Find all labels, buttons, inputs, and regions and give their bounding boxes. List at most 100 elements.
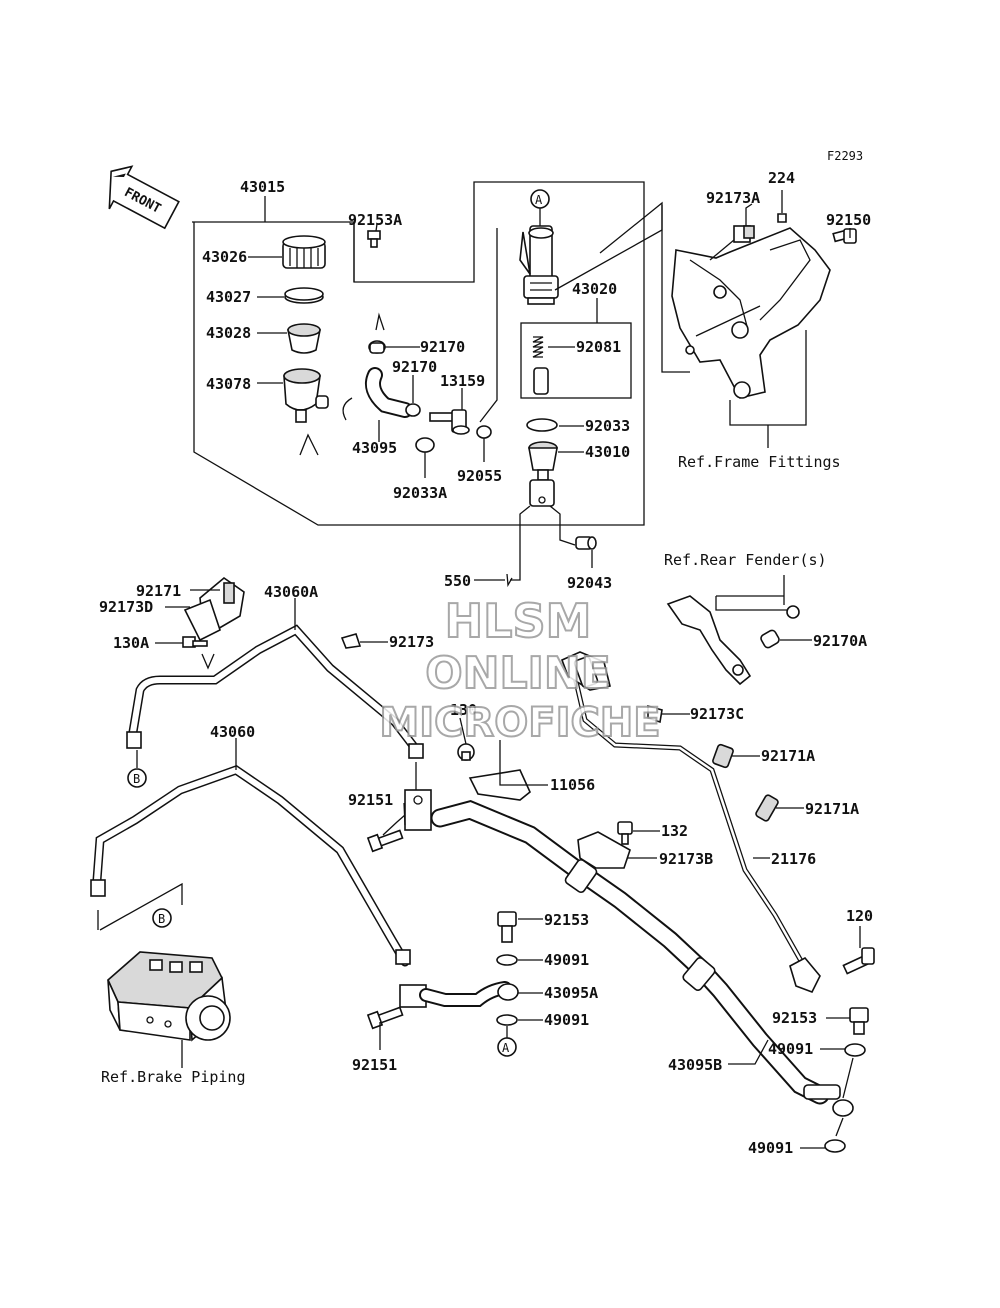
piston-kit-box	[520, 322, 632, 399]
clamp-92170-upper	[368, 340, 386, 354]
svg-text:ONLINE: ONLINE	[425, 648, 611, 699]
label-49091-a: 49091	[544, 951, 589, 969]
label-92151-b: 92151	[352, 1056, 397, 1074]
label-43015: 43015	[240, 178, 285, 196]
diagram-code: F2293	[827, 149, 863, 163]
label-92171: 92171	[136, 582, 181, 600]
label-132: 132	[661, 822, 688, 840]
label-43020: 43020	[572, 280, 617, 298]
svg-text:A: A	[535, 193, 543, 207]
reservoir-cap	[282, 235, 326, 269]
label-43026: 43026	[202, 248, 247, 266]
label-130a: 130A	[113, 634, 149, 652]
front-arrow-icon: FRONT	[108, 165, 180, 230]
ring-92033a	[415, 437, 435, 453]
abs-unit	[107, 951, 231, 1042]
svg-text:MICROFICHE: MICROFICHE	[379, 700, 660, 746]
label-49091-b: 49091	[544, 1011, 589, 1029]
label-43010: 43010	[585, 443, 630, 461]
svg-text:B: B	[133, 772, 140, 786]
label-120: 120	[846, 907, 873, 925]
label-43027: 43027	[206, 288, 251, 306]
label-92043: 92043	[567, 574, 612, 592]
label-92170a: 92170A	[813, 632, 867, 650]
clamp-92173b	[577, 831, 631, 869]
svg-text:B: B	[158, 912, 165, 926]
label-49091-c: 49091	[768, 1040, 813, 1058]
svg-text:HLSM: HLSM	[445, 594, 592, 648]
bolt-132	[617, 821, 633, 845]
washer-49091-c	[844, 1043, 866, 1057]
clamp-92171a-upper	[712, 743, 734, 769]
label-43078: 43078	[206, 375, 251, 393]
svg-text:A: A	[502, 1041, 510, 1055]
piston	[533, 367, 549, 395]
label-92151-a: 92151	[348, 791, 393, 809]
bolt-92151-upper	[366, 829, 404, 853]
reservoir-tank	[283, 368, 329, 423]
washer-49091-a	[496, 954, 518, 966]
washer-49091-b	[496, 1014, 518, 1026]
cotter-pin-550	[506, 573, 513, 588]
brake-switch	[560, 651, 611, 691]
pipe-bracket-92173d	[183, 576, 245, 642]
ref-rear-fender: Ref.Rear Fender(s)	[664, 551, 827, 569]
clamp-92170a	[760, 629, 780, 649]
label-92153-b: 92153	[772, 1009, 817, 1027]
label-130: 130	[450, 701, 477, 719]
label-92081: 92081	[576, 338, 621, 356]
label-92171a-a: 92171A	[761, 747, 815, 765]
pin-92043	[575, 536, 597, 550]
marker-a-bottom	[497, 1037, 517, 1057]
label-224: 224	[768, 169, 795, 187]
label-92173d: 92173D	[99, 598, 153, 616]
label-92055: 92055	[457, 467, 502, 485]
washer-49091-d	[824, 1139, 846, 1153]
brake-pipe-43060a	[128, 624, 423, 757]
label-92033: 92033	[585, 417, 630, 435]
circlip-92033	[526, 418, 558, 432]
clamp-92170-lower	[405, 403, 421, 417]
label-43095b: 43095B	[668, 1056, 722, 1074]
bolt-92150	[832, 228, 857, 244]
label-92170-a: 92170	[420, 338, 465, 356]
fender-bracket	[666, 595, 752, 686]
label-92153-a: 92153	[544, 911, 589, 929]
label-92173b: 92173B	[659, 850, 713, 868]
label-43060a: 43060A	[264, 583, 318, 601]
label-43060: 43060	[210, 723, 255, 741]
banjo-lower-right	[803, 1084, 854, 1117]
bolt-92153-center	[497, 911, 517, 943]
reservoir-plate	[284, 287, 324, 304]
bolt-130	[457, 743, 475, 761]
ref-brake-piping: Ref.Brake Piping	[101, 1068, 246, 1086]
push-rod-43010	[528, 441, 558, 507]
label-92170-b: 92170	[392, 358, 437, 376]
marker-a-top	[530, 189, 550, 209]
oring-92055	[476, 425, 492, 439]
label-92173: 92173	[389, 633, 434, 651]
label-43095a: 43095A	[544, 984, 598, 1002]
label-92171a-b: 92171A	[805, 800, 859, 818]
label-11056: 11056	[550, 776, 595, 794]
frame-bracket	[671, 227, 831, 399]
screw-92153a	[367, 230, 381, 248]
label-43028: 43028	[206, 324, 251, 342]
joint-block-upper	[404, 789, 432, 831]
fitting-13159	[429, 409, 470, 435]
label-49091-d: 49091	[748, 1139, 793, 1157]
bolt-120	[842, 947, 875, 975]
label-92173c: 92173C	[690, 705, 744, 723]
clip-92173	[340, 633, 362, 649]
clamp-92171a-lower	[755, 794, 779, 822]
label-43095: 43095	[352, 439, 397, 457]
rivet-224	[777, 213, 787, 223]
label-92033a: 92033A	[393, 484, 447, 502]
clamp-92173a	[733, 225, 755, 243]
bolt-130a	[182, 636, 208, 648]
master-cylinder	[519, 225, 559, 305]
marker-b-abs	[152, 908, 172, 928]
nut-fender	[786, 605, 800, 619]
spring-92081	[532, 336, 544, 358]
